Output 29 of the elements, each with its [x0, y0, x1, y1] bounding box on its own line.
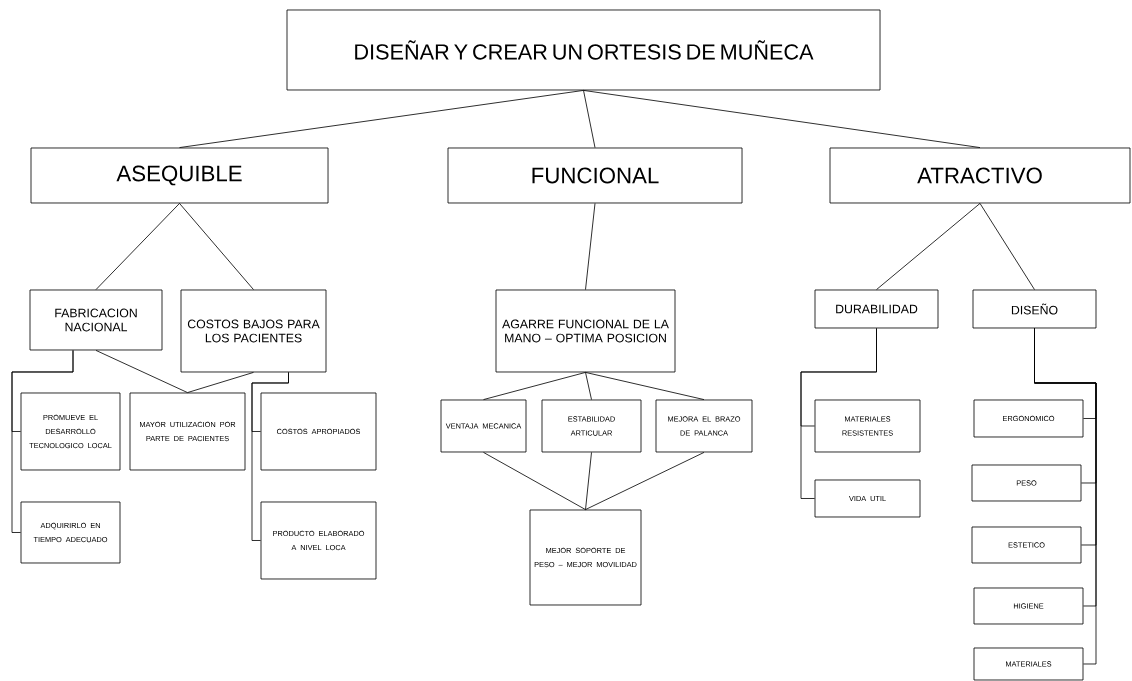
subcategory-box: DURABILIDAD	[814, 289, 939, 329]
connector-line	[179, 203, 254, 290]
subcategory-box: FABRICACION NACIONAL	[29, 289, 163, 351]
connector-line	[11, 350, 74, 533]
connector-line	[979, 203, 1035, 290]
title-box: DISEÑAR Y CREAR UN ORTESIS DE MUÑECA	[286, 9, 881, 91]
subcategory-box: COSTOS BAJOS PARA LOS PACIENTES	[180, 289, 327, 373]
connector-line	[1034, 328, 1097, 665]
connector-line	[585, 452, 592, 510]
subcategory-box: DISEÑO	[972, 289, 1097, 329]
connector-line	[585, 452, 705, 510]
category-box: FUNCIONAL	[447, 147, 743, 204]
connector-line	[585, 203, 596, 290]
connector-line	[585, 372, 592, 400]
connector-line	[251, 372, 289, 541]
connector-line	[95, 350, 188, 393]
connector-line	[583, 90, 596, 148]
subcategory-box: AGARRE FUNCIONAL DE LA MANO – OPTIMA POSICION	[495, 289, 676, 373]
connector-line	[583, 90, 981, 148]
connector-line	[585, 372, 705, 400]
connector-line	[483, 452, 586, 510]
connector-line	[800, 328, 877, 499]
connector-line	[95, 203, 180, 290]
connector-line	[483, 372, 586, 400]
connector-line	[187, 372, 254, 393]
category-box: ATRACTIVO	[829, 147, 1131, 204]
category-box: ASEQUIBLE	[30, 147, 329, 204]
connector-line	[876, 203, 981, 290]
connector-line	[179, 90, 584, 148]
